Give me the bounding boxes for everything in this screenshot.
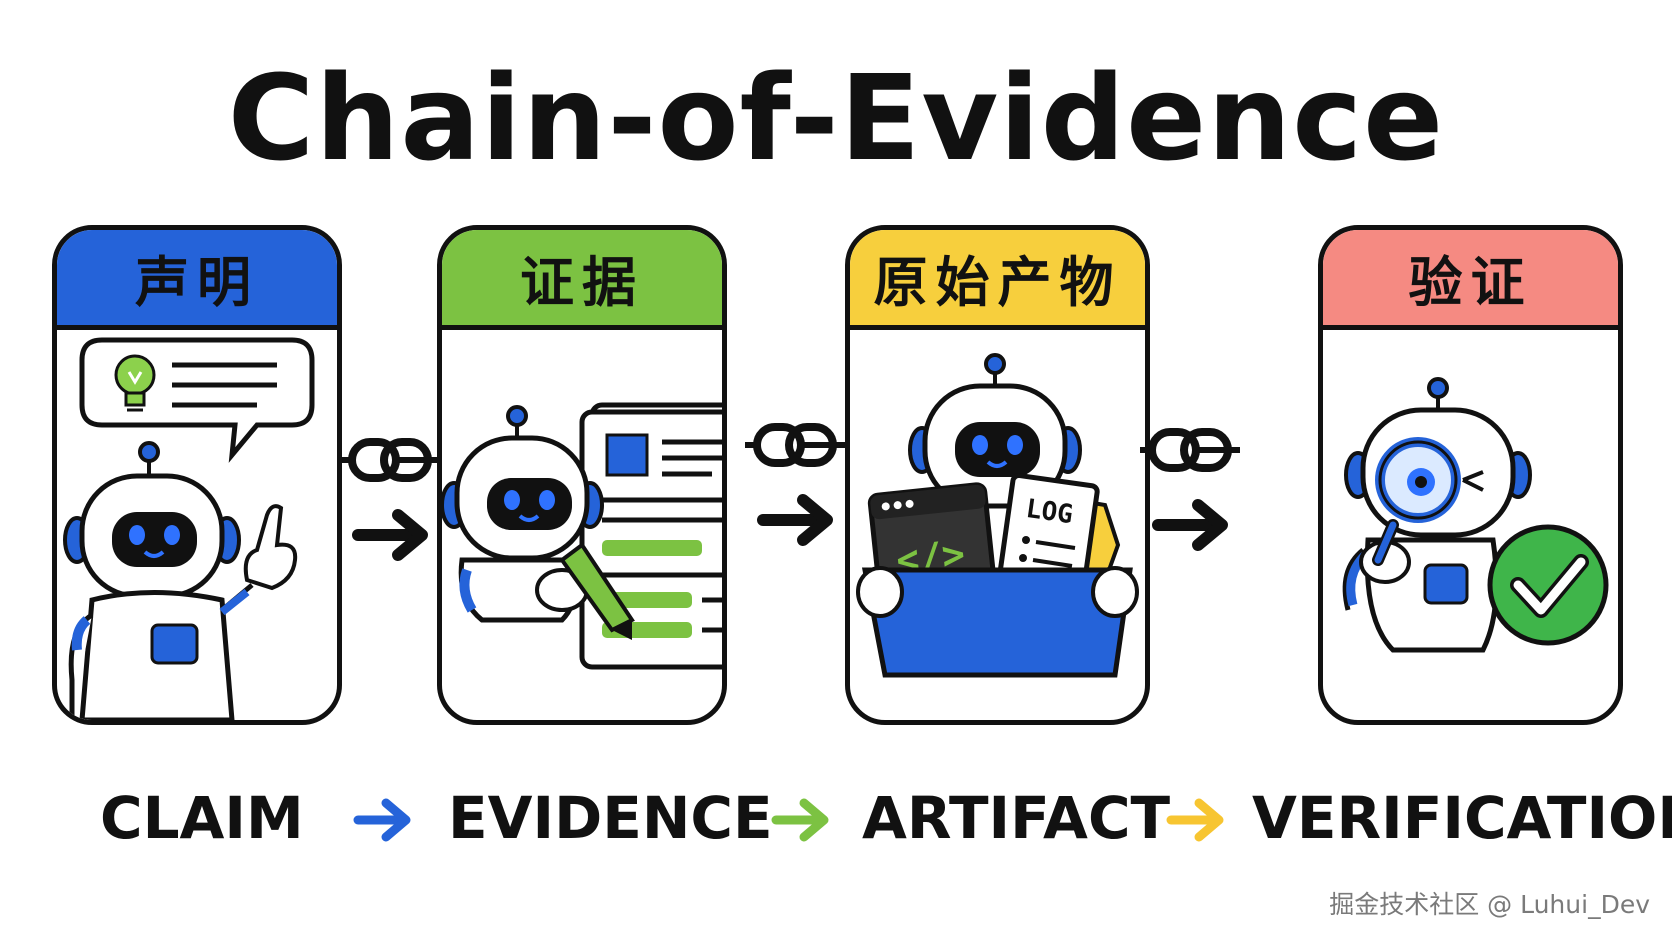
pointing-hand-icon	[243, 504, 298, 591]
right-arrow-icon	[1152, 499, 1228, 551]
box-icon	[856, 566, 1139, 678]
robot-icon	[442, 405, 604, 623]
flow-label-claim: CLAIM	[100, 784, 304, 852]
card-verification: 验证	[1318, 225, 1623, 725]
card-verification-header: 验证	[1323, 230, 1618, 330]
robot-icon	[1342, 377, 1532, 653]
chain-link-icon	[1140, 428, 1240, 472]
right-arrow-icon	[352, 509, 428, 561]
card-evidence: 证据	[437, 225, 727, 725]
flow-arrow-2	[771, 798, 829, 842]
connector-2	[745, 423, 845, 546]
flow-label-evidence: EVIDENCE	[448, 784, 773, 852]
watermark: 掘金技术社区 @ Luhui_Dev	[1329, 890, 1650, 919]
chain-link-icon	[745, 423, 845, 467]
right-arrow-icon	[757, 494, 833, 546]
card-claim-header: 声明	[57, 230, 337, 330]
connector-3	[1140, 428, 1240, 551]
diagram-title: Chain-of-Evidence	[227, 49, 1445, 187]
right-arrow-icon	[353, 798, 411, 842]
flow-label-artifact: ARTIFACT	[862, 784, 1171, 852]
pencil-icon	[559, 542, 635, 640]
flow-arrow-3	[1166, 798, 1224, 842]
speech-bubble-icon	[79, 337, 315, 463]
flow-arrow-1	[353, 798, 411, 842]
flow-label-verification: VERIFICATION	[1252, 784, 1672, 852]
card-evidence-header: 证据	[442, 230, 722, 330]
document-icon	[579, 402, 722, 670]
chain-link-icon	[340, 438, 440, 482]
log-label: LOG	[1024, 494, 1075, 530]
lightbulb-icon	[114, 354, 156, 412]
check-circle-icon	[1487, 524, 1609, 646]
card-claim: 声明	[52, 225, 342, 725]
card-artifact-header: 原始产物	[850, 230, 1145, 330]
right-arrow-icon	[1166, 798, 1224, 842]
magnifying-glass-icon	[1372, 437, 1461, 566]
card-artifact: 原始产物 LOG	[845, 225, 1150, 725]
right-arrow-icon	[771, 798, 829, 842]
robot-icon	[63, 441, 254, 720]
connector-1	[340, 438, 440, 561]
